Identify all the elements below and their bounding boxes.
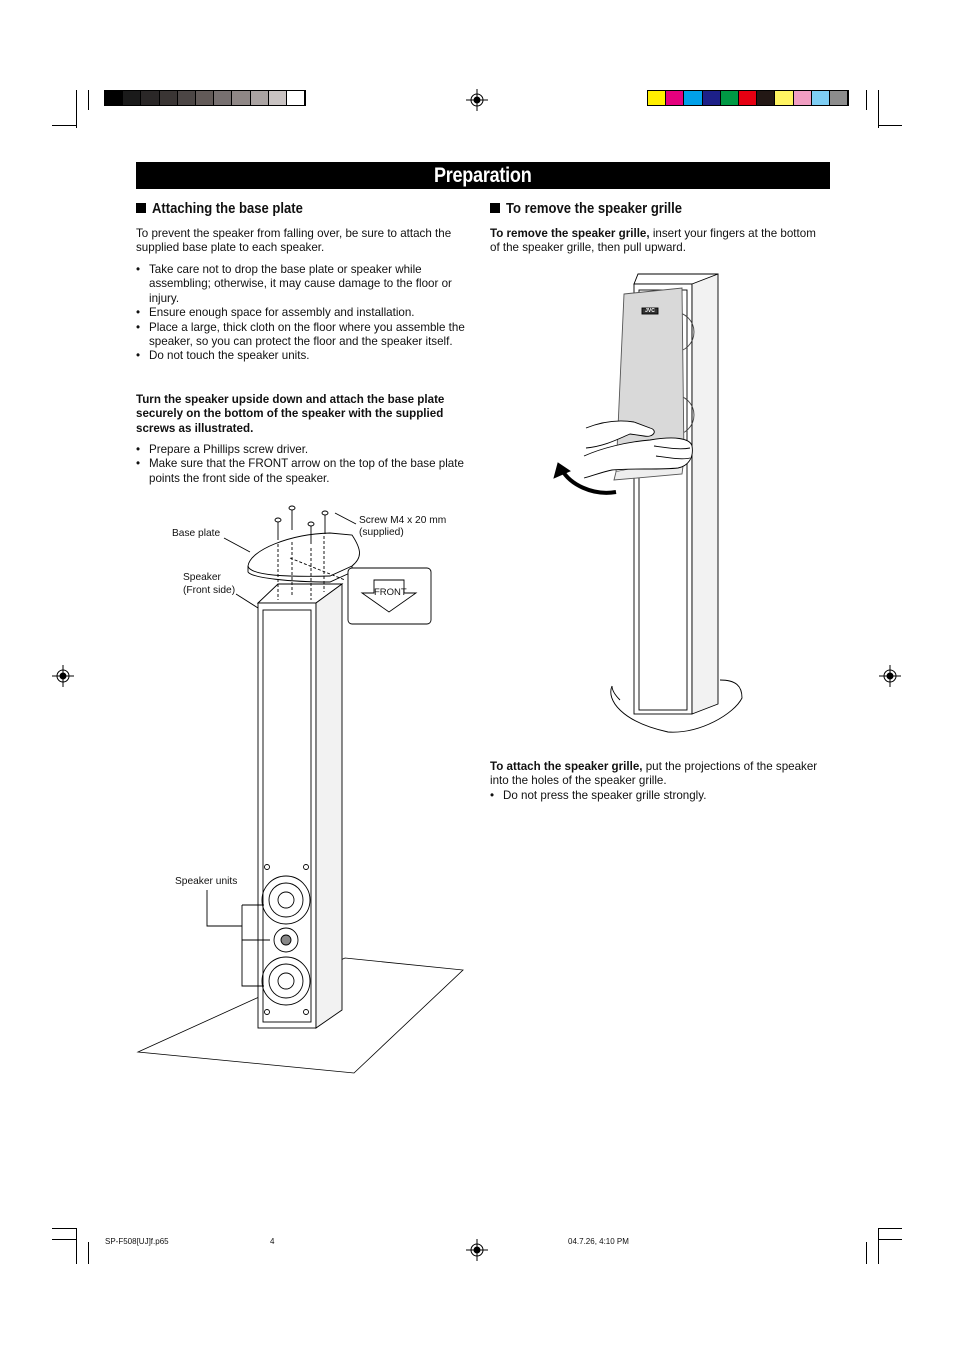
label-speaker-units: Speaker units: [175, 876, 238, 887]
color-swatch: [666, 91, 685, 105]
list-item: Make sure that the FRONT arrow on the to…: [136, 457, 472, 486]
heading-square-icon: [490, 203, 500, 213]
remove-bold-lead: To remove the speaker grille,: [490, 227, 650, 240]
attach-note-list: Do not press the speaker grille strongly…: [490, 789, 828, 804]
instruction-paragraph: Turn the speaker upside down and attach …: [136, 393, 445, 435]
color-swatch: [720, 91, 739, 105]
label-base-plate: Base plate: [172, 528, 221, 539]
color-swatch: [793, 91, 812, 105]
color-swatch: [738, 91, 758, 105]
color-swatch: [141, 91, 160, 105]
remove-paragraph: To remove the speaker grille, insert you…: [490, 227, 828, 256]
list-item: Do not press the speaker grille strongly…: [490, 789, 828, 804]
label-speaker-front: (Front side): [183, 585, 236, 596]
caution-list: Take care not to drop the base plate or …: [136, 263, 472, 364]
page-title: Preparation: [136, 162, 830, 189]
intro-paragraph: To prevent the speaker from falling over…: [136, 227, 452, 255]
section-heading-remove-grille: To remove the speaker grille: [490, 200, 702, 218]
color-swatch-bar: [647, 90, 849, 106]
grille-removal-diagram: [553, 273, 743, 733]
color-swatch: [811, 91, 830, 105]
color-swatch: [829, 91, 849, 105]
gray-swatch-bar: [104, 90, 306, 106]
footer-date: 04.7.26, 4:10 PM: [568, 1237, 629, 1246]
color-swatch: [250, 91, 269, 105]
color-swatch: [177, 91, 196, 105]
color-swatch: [775, 91, 794, 105]
heading-square-icon: [136, 203, 146, 213]
steps-list: Prepare a Phillips screw driver. Make su…: [136, 443, 472, 486]
label-screw-supplied: (supplied): [359, 527, 404, 538]
remove-text: insert your fingers at the bottom of the…: [490, 227, 816, 255]
color-swatch: [684, 91, 703, 105]
list-item: Ensure enough space for assembly and ins…: [136, 306, 472, 321]
color-swatch: [286, 91, 306, 105]
label-front-arrow: FRONT: [374, 587, 407, 598]
color-swatch: [648, 91, 667, 105]
color-swatch: [757, 91, 776, 105]
color-swatch: [195, 91, 215, 105]
color-swatch: [105, 91, 124, 105]
list-item: Prepare a Phillips screw driver.: [136, 443, 472, 458]
attach-bold-lead: To attach the speaker grille,: [490, 760, 643, 773]
color-swatch: [702, 91, 721, 105]
attach-text: put the projections of the speaker into …: [490, 760, 818, 788]
grille-logo: JVC: [645, 308, 655, 314]
footer-file: SP-F508[UJ]f.p65: [105, 1237, 169, 1246]
color-swatch: [159, 91, 178, 105]
label-screw: Screw M4 x 20 mm: [359, 515, 447, 526]
color-swatch: [268, 91, 287, 105]
color-swatch: [123, 91, 142, 105]
color-swatch: [214, 91, 233, 105]
label-speaker: Speaker: [183, 572, 221, 583]
section-heading-base-plate: Attaching the base plate: [136, 200, 320, 218]
attach-paragraph: To attach the speaker grille, put the pr…: [490, 760, 828, 789]
list-item: Take care not to drop the base plate or …: [136, 263, 472, 306]
list-item: Do not touch the speaker units.: [136, 349, 472, 364]
footer-page: 4: [270, 1237, 275, 1246]
base-plate-diagram: [136, 505, 464, 1074]
list-item: Place a large, thick cloth on the floor …: [136, 321, 472, 350]
color-swatch: [232, 91, 251, 105]
